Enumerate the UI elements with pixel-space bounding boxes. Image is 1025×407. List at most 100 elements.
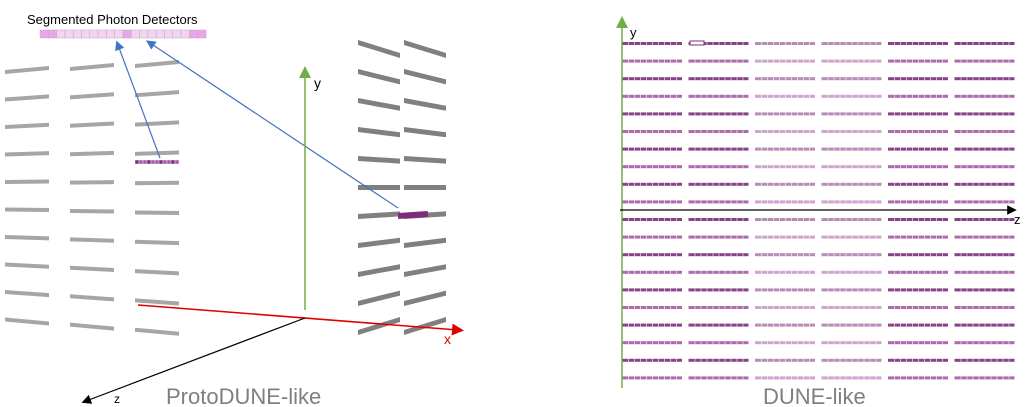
bar-segment-divider <box>670 323 671 327</box>
bar-segment-divider <box>906 253 907 257</box>
bar-segment-divider <box>712 77 714 81</box>
detector-segment <box>106 29 115 39</box>
bar-segment-divider <box>863 218 865 221</box>
bar-segment-divider <box>779 42 780 45</box>
bar-segment-divider <box>676 59 677 63</box>
bar-segment-divider <box>978 306 980 309</box>
bar-segment-divider <box>978 341 980 345</box>
bar-segment-divider <box>906 218 907 221</box>
dune-detector-bar <box>821 200 882 204</box>
dune-detector-bar <box>888 130 948 133</box>
bar-segment-divider <box>658 235 659 239</box>
bar-segment-divider <box>670 112 671 116</box>
bar-segment-divider <box>918 147 919 151</box>
dune-detector-bar <box>821 306 882 309</box>
bar-segment-divider <box>990 42 992 45</box>
bar-segment-divider <box>730 77 732 81</box>
bar-segment-divider <box>894 376 895 380</box>
bar-segment-divider <box>912 253 913 257</box>
bar-segment-divider <box>779 130 780 133</box>
bar-segment-divider <box>761 235 762 239</box>
bar-segment-divider <box>700 77 702 81</box>
bar-segment-divider <box>628 182 629 186</box>
detector-segment <box>64 29 74 39</box>
bar-segment-divider <box>670 130 671 133</box>
bar-segment-divider <box>724 323 726 327</box>
bar-segment-divider <box>730 253 732 257</box>
bar-segment-divider <box>839 306 841 309</box>
bar-segment-divider <box>960 288 962 292</box>
dune-detector-bar <box>755 200 815 204</box>
bar-segment-divider <box>930 147 931 151</box>
bar-segment-divider <box>634 358 635 362</box>
dune-detector-bar <box>688 94 749 98</box>
bar-segment-divider <box>652 341 653 345</box>
bar-segment-divider <box>972 94 974 98</box>
bar-segment-divider <box>1002 182 1004 186</box>
bar-segment-divider <box>851 94 853 98</box>
bar-segment-divider <box>706 59 708 63</box>
bar-segment-divider <box>894 59 895 63</box>
bar-segment-divider <box>779 341 780 345</box>
dune-detector-bar <box>888 270 948 274</box>
bar-segment-divider <box>718 94 720 98</box>
bar-segment-divider <box>996 130 998 133</box>
bar-segment-divider <box>966 147 968 151</box>
bar-segment-divider <box>936 270 937 274</box>
detector-bar <box>70 92 114 100</box>
bar-segment-divider <box>851 182 853 186</box>
bar-segment-divider <box>924 270 925 274</box>
bar-segment-divider <box>730 358 732 362</box>
bar-segment-divider <box>960 42 962 45</box>
bar-segment-divider <box>918 235 919 239</box>
bar-segment-divider <box>924 253 925 257</box>
dune-detector-bar <box>954 94 1015 98</box>
bar-segment-divider <box>827 130 829 133</box>
detector-segment <box>138 159 144 165</box>
bar-segment-divider <box>628 270 629 274</box>
detector-bar <box>5 94 49 102</box>
bar-segment-divider <box>785 288 786 292</box>
bar-segment-divider <box>706 77 708 81</box>
dune-detector-bar <box>755 182 815 186</box>
bar-segment-divider <box>742 341 744 345</box>
bar-segment-divider <box>773 270 774 274</box>
bar-segment-divider <box>839 42 841 45</box>
bar-segment-divider <box>833 288 835 292</box>
bar-segment-divider <box>803 253 804 257</box>
dune-title: DUNE-like <box>763 384 866 407</box>
detector-segment <box>189 29 198 39</box>
detector-bar <box>70 209 114 214</box>
bar-segment-divider <box>1002 270 1004 274</box>
bar-segment-divider <box>694 253 696 257</box>
bar-segment-divider <box>972 59 974 63</box>
bar-segment-divider <box>640 200 641 204</box>
bar-segment-divider <box>833 130 835 133</box>
bar-segment-divider <box>736 270 738 274</box>
bar-segment-divider <box>894 341 895 345</box>
bar-segment-divider <box>676 77 677 81</box>
bar-segment-divider <box>827 376 829 380</box>
bar-segment-divider <box>857 218 859 221</box>
bar-segment-divider <box>676 306 677 309</box>
bar-segment-divider <box>1002 376 1004 380</box>
bar-segment-divider <box>797 253 798 257</box>
bar-segment-divider <box>996 182 998 186</box>
bar-segment-divider <box>833 165 835 169</box>
bar-segment-divider <box>700 306 702 309</box>
bar-segment-divider <box>803 182 804 186</box>
bar-segment-divider <box>1002 288 1004 292</box>
bar-segment-divider <box>839 165 841 169</box>
bar-segment-divider <box>761 341 762 345</box>
bar-segment-divider <box>936 218 937 221</box>
dune-detector-bar <box>821 341 882 345</box>
bar-segment-divider <box>894 112 895 116</box>
bar-segment-divider <box>960 358 962 362</box>
bar-segment-divider <box>803 376 804 380</box>
bar-segment-divider <box>845 235 847 239</box>
bar-segment-divider <box>694 358 696 362</box>
detector-segment <box>174 159 180 165</box>
bar-segment-divider <box>942 165 943 169</box>
bar-segment-divider <box>779 376 780 380</box>
bar-segment-divider <box>724 218 726 221</box>
